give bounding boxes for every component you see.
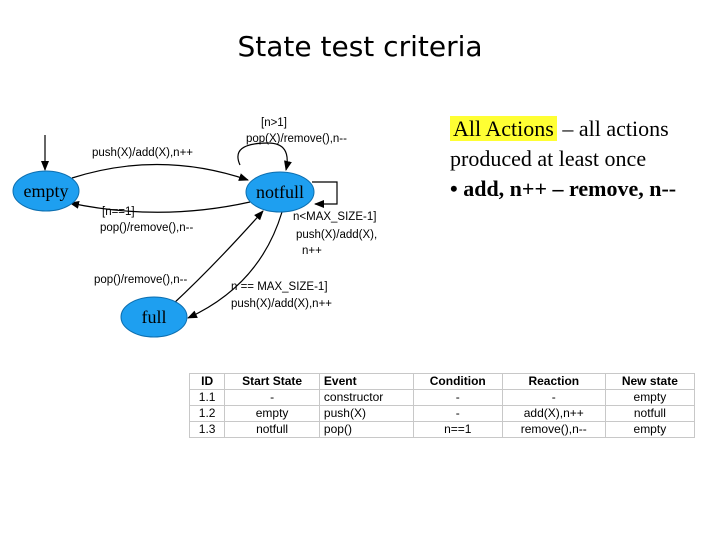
transition-notfull-to-full xyxy=(187,211,283,319)
table-cell: constructor xyxy=(318,389,414,406)
column-header: Condition xyxy=(412,373,503,390)
slide-title: State test criteria xyxy=(237,30,483,63)
label-pop-notfull-empty: pop()/remove(),n-- xyxy=(100,222,193,234)
highlighted-term: All Actions xyxy=(450,116,557,141)
bullet-icon: • xyxy=(450,176,458,201)
transition-notfull-self-push xyxy=(312,181,338,208)
label-cond-n-gt-1: [n>1] xyxy=(261,117,287,129)
table-cell: empty xyxy=(604,421,696,438)
label-push-empty-notfull: push(X)/add(X),n++ xyxy=(92,147,193,159)
column-header: Event xyxy=(318,373,414,390)
label-pop-notfull-self: pop(X)/remove(),n-- xyxy=(246,133,347,145)
state-full: full xyxy=(120,296,188,338)
table-cell: - xyxy=(501,389,606,406)
table-header-row: ID Start State Event Condition Reaction … xyxy=(188,373,696,390)
table-cell: n==1 xyxy=(412,421,503,438)
transition-notfull-to-empty xyxy=(69,200,251,213)
table-row: 1.1 - constructor - - empty xyxy=(188,389,696,406)
transition-full-to-notfull xyxy=(171,210,264,306)
table-cell: - xyxy=(412,405,503,422)
table-row: 1.2 empty push(X) - add(X),n++ notfull xyxy=(188,405,696,422)
table-cell: - xyxy=(412,389,503,406)
label-push-notfull-full: push(X)/add(X),n++ xyxy=(231,298,332,310)
table-cell: empty xyxy=(604,389,696,406)
column-header: Reaction xyxy=(501,373,606,390)
state-empty-label: empty xyxy=(24,181,69,201)
table-row: 1.3 notfull pop() n==1 remove(),n-- empt… xyxy=(188,421,696,438)
criteria-bullet-item: • add, n++ – remove, n-- xyxy=(450,174,718,204)
state-notfull: notfull xyxy=(245,171,315,213)
label-push-self-2: n++ xyxy=(302,245,322,257)
transition-empty-to-notfull xyxy=(71,163,249,181)
test-case-table: ID Start State Event Condition Reaction … xyxy=(188,373,696,438)
table-cell: notfull xyxy=(224,421,320,438)
criteria-bullet-text: add, n++ – remove, n-- xyxy=(463,176,677,201)
criteria-line-2: produced at least once xyxy=(450,146,647,171)
table-cell: pop() xyxy=(318,421,414,438)
criteria-text: All Actions – all actions produced at le… xyxy=(450,114,718,204)
table-cell: notfull xyxy=(604,405,696,422)
column-header: Start State xyxy=(224,373,320,390)
table-cell: empty xyxy=(224,405,320,422)
table-cell: remove(),n-- xyxy=(501,421,606,438)
table-cell: 1.1 xyxy=(188,389,226,406)
label-cond-eq-max: n == MAX_SIZE-1] xyxy=(231,281,328,293)
state-full-label: full xyxy=(142,307,167,327)
column-header: New state xyxy=(604,373,696,390)
table-cell: add(X),n++ xyxy=(501,405,606,422)
table-cell: push(X) xyxy=(318,405,414,422)
table-cell: - xyxy=(224,389,320,406)
table-cell: 1.2 xyxy=(188,405,226,422)
table-cell: 1.3 xyxy=(188,421,226,438)
state-empty: empty xyxy=(12,170,80,212)
state-notfull-label: notfull xyxy=(256,182,304,202)
transition-notfull-self-pop xyxy=(237,142,292,171)
column-header: ID xyxy=(188,373,226,390)
criteria-line-1-rest: – all actions xyxy=(556,116,669,141)
label-cond-n-eq-1: [n==1] xyxy=(102,206,135,218)
label-pop-full-notfull: pop()/remove(),n-- xyxy=(94,274,187,286)
label-cond-lt-max: n<MAX_SIZE-1] xyxy=(293,211,376,223)
criteria-line-1: All Actions – all actions xyxy=(450,114,718,144)
label-push-self-1: push(X)/add(X), xyxy=(296,229,377,241)
